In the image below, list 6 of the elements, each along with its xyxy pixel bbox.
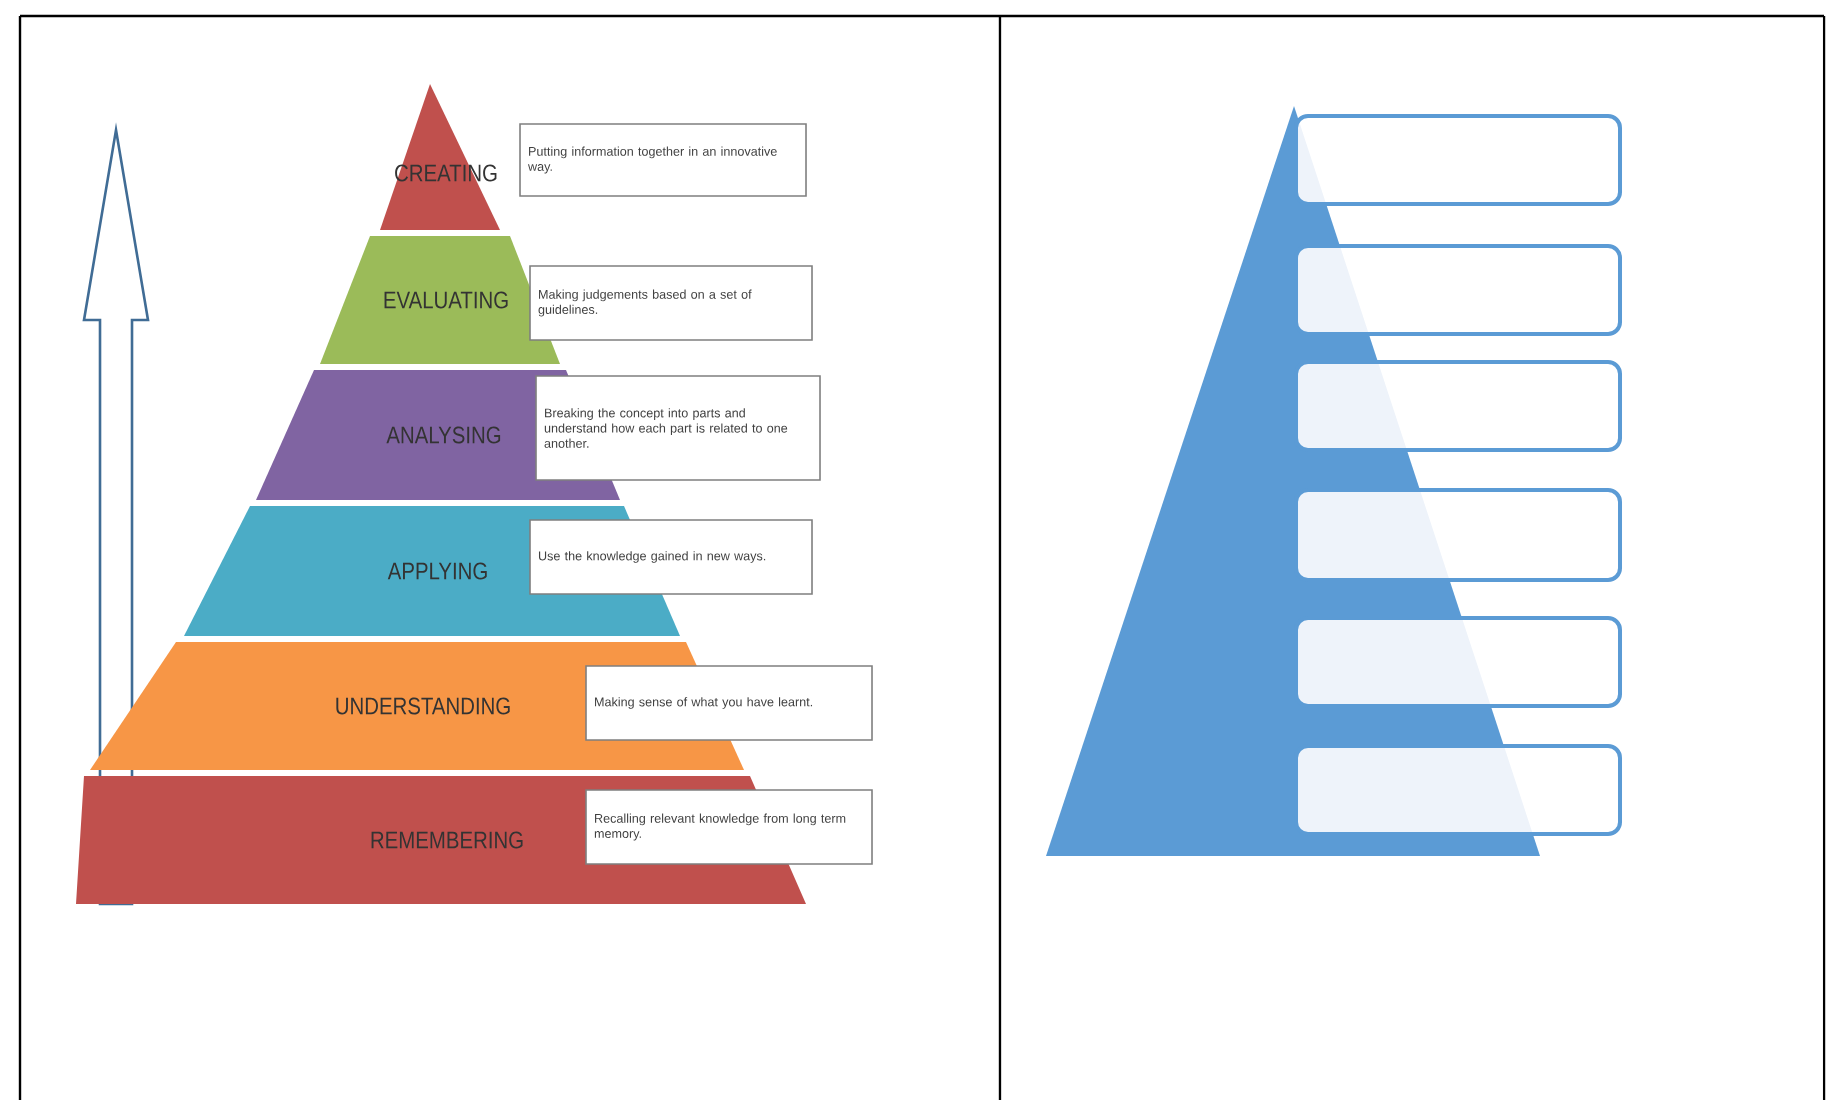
empty-box (1294, 744, 1622, 836)
empty-box (1294, 114, 1622, 206)
empty-box (1294, 244, 1622, 336)
empty-box (1294, 616, 1622, 708)
empty-box (1294, 360, 1622, 452)
empty-box (1294, 488, 1622, 582)
